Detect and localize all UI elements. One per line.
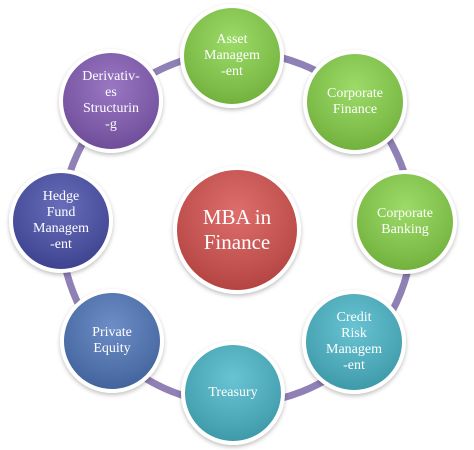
node-treasury: Treasury (181, 341, 285, 445)
node-corporate-finance: Corporate Finance (303, 50, 407, 154)
center-node: MBA in Finance (173, 166, 301, 294)
center-node-label: MBA in Finance (202, 205, 272, 254)
node-hedge-fund-management: Hedge Fund Managem -ent (9, 169, 113, 273)
node-private-equity: Private Equity (60, 289, 164, 393)
node-corporate-banking: Corporate Banking (353, 170, 457, 274)
node-credit-risk-management: Credit Risk Managem -ent (302, 290, 406, 394)
node-derivatives-structuring: Derivativ- es Structurin -g (59, 49, 163, 153)
node-asset-management: Asset Managem -ent (180, 4, 284, 108)
